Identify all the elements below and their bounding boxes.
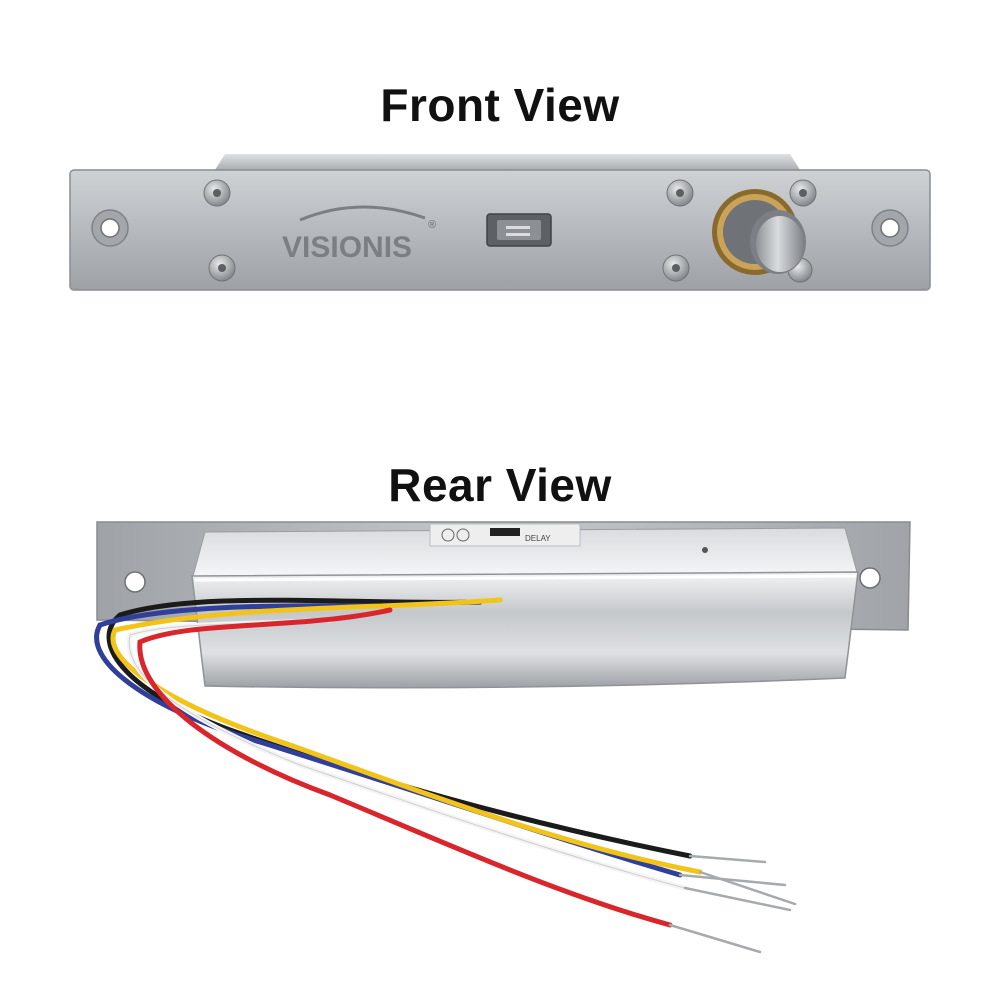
- housing-edge-highlight: [194, 574, 857, 582]
- screw-icon: [789, 179, 817, 207]
- wire-white-outline: [128, 619, 686, 889]
- housing-label: DELAY: [429, 523, 581, 547]
- screw-icon: [208, 254, 236, 282]
- front-view-title: Front View: [380, 79, 620, 131]
- rear-mounting-hole-right: [859, 567, 881, 589]
- rear-view-title: Rear View: [388, 459, 612, 511]
- mounting-hole-left: [91, 209, 129, 247]
- brand-registered-mark: ®: [428, 219, 436, 231]
- housing-label-text: DELAY: [525, 534, 551, 543]
- brand-swoosh: [299, 205, 426, 222]
- wire-red: [137, 607, 673, 928]
- lock-body-top: [215, 154, 800, 170]
- rear-view-lock-image: DELAY: [94, 521, 911, 954]
- lock-housing: [191, 571, 859, 689]
- screw-icon: [203, 179, 231, 207]
- rear-mounting-hole-left: [124, 571, 146, 593]
- mounting-hole-right: [871, 209, 909, 247]
- brand-logo: VISIONIS: [282, 231, 412, 264]
- screw-icon: [666, 179, 694, 207]
- wire-black: [106, 597, 693, 859]
- housing-screw-hole: [702, 547, 708, 553]
- door-sensor-window: [486, 213, 552, 247]
- screw-icon: [662, 254, 690, 282]
- lock-bolt: [712, 189, 806, 275]
- front-view-lock-image: VISIONIS ®: [69, 154, 931, 291]
- bare-wire-ends: [668, 854, 797, 954]
- wire-bundle: [94, 597, 703, 928]
